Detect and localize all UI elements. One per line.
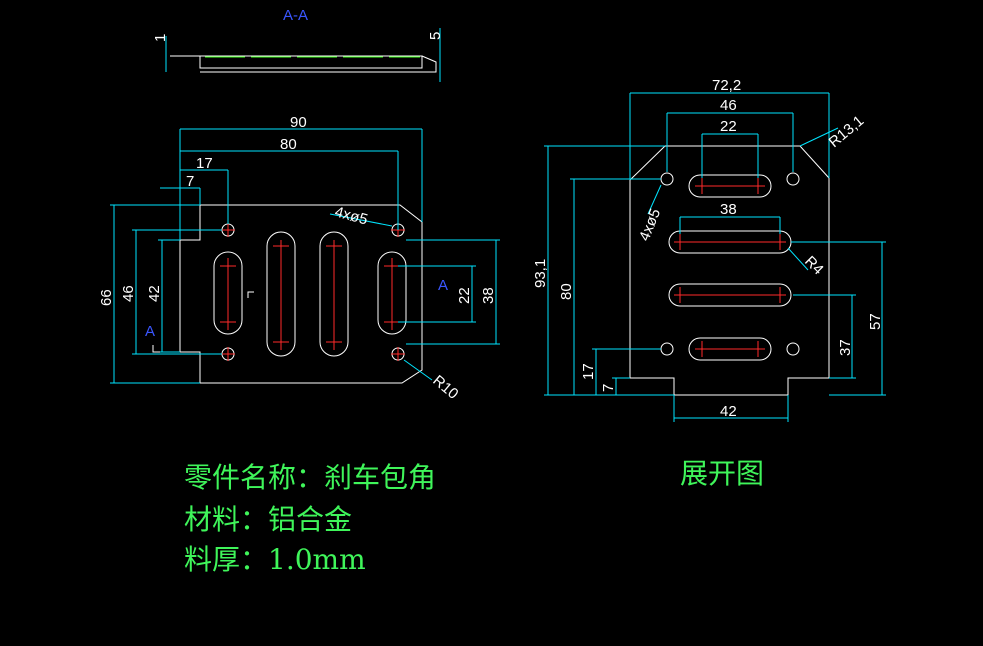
- radius-callout: R10: [429, 372, 461, 403]
- dim-text-7: 7: [186, 173, 194, 190]
- dim-text-17: 17: [196, 155, 213, 172]
- front-slot: [213, 251, 243, 335]
- dim-text-width-80: 80: [280, 136, 297, 153]
- front-slot: [319, 231, 349, 357]
- flat-hole: [660, 172, 674, 186]
- dim-text-height-42: 42: [146, 285, 163, 302]
- flat-slot: [668, 283, 792, 307]
- flat-hole: [786, 342, 800, 356]
- front-slot: [377, 251, 407, 335]
- part-name-note: 零件名称：刹车包角: [184, 461, 437, 494]
- dim-text-38: 38: [720, 201, 737, 218]
- flat-slot: [688, 174, 772, 198]
- hole-callout: 4xø5: [333, 203, 370, 228]
- dim-text-57: 57: [867, 313, 884, 330]
- flat-view-outline: [629, 145, 830, 396]
- dim-text-width-90: 90: [290, 114, 307, 131]
- dim-text-7: 7: [600, 384, 617, 392]
- thickness-note: 料厚：1.0mm: [184, 543, 366, 576]
- flat-view: 72,2 46 22 38 93,1 80 57 37 17 7 42 4xø5…: [532, 77, 886, 422]
- dim-text-height-66: 66: [98, 289, 115, 306]
- dim-text-17: 17: [580, 363, 597, 380]
- dim-text-42: 42: [720, 403, 737, 420]
- radius-callout-13: R13,1: [826, 112, 868, 151]
- flat-slot: [688, 337, 772, 361]
- section-marker-left: A: [145, 323, 155, 340]
- flat-view-title: 展开图: [680, 457, 765, 490]
- front-slot: [266, 231, 296, 357]
- dim-text-height: 5: [427, 32, 444, 40]
- flat-hole: [786, 172, 800, 186]
- dim-text-38: 38: [480, 287, 497, 304]
- section-arrow-left: [152, 345, 160, 353]
- section-arrow-right: [247, 291, 254, 298]
- dim-text-22: 22: [720, 118, 737, 135]
- dim-text-80: 80: [558, 283, 575, 300]
- side-view-flange: [170, 55, 437, 73]
- dim-text-height-46: 46: [120, 285, 137, 302]
- front-view: 90 80 17 7 66 46 42 22 38 4xø5 R10 A A: [98, 114, 500, 403]
- radius-callout-4: R4: [801, 253, 827, 279]
- dim-text-46: 46: [720, 97, 737, 114]
- side-view: 1 5: [152, 28, 444, 82]
- dim-text-93-1: 93,1: [532, 259, 549, 288]
- dim-text-22: 22: [456, 287, 473, 304]
- section-marker-right: A: [438, 277, 448, 294]
- front-view-outline: [179, 204, 423, 384]
- material-note: 材料：铝合金: [184, 503, 353, 536]
- dim-text-72-2: 72,2: [712, 77, 741, 94]
- section-label: A-A: [283, 7, 308, 24]
- hole-callout: 4xø5: [636, 206, 664, 243]
- dim-text-thickness: 1: [152, 34, 169, 42]
- dim-text-37: 37: [837, 339, 854, 356]
- side-view-plate: [199, 55, 423, 69]
- flat-hole: [660, 342, 674, 356]
